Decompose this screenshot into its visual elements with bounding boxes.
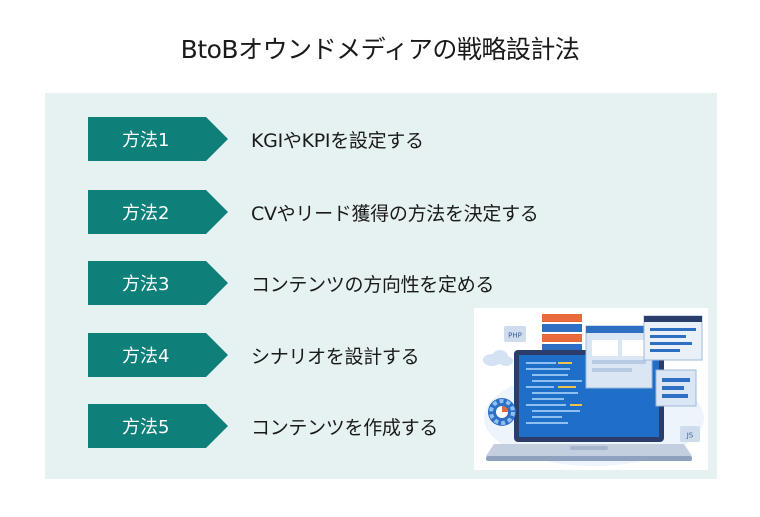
method-badge-2: 方法2 bbox=[88, 190, 228, 234]
method-row-3: 方法3 コンテンツの方向性を定める bbox=[88, 261, 708, 305]
method-row-2: 方法2 CVやリード獲得の方法を決定する bbox=[88, 190, 708, 234]
method-row-4: 方法4 シナリオを設計する bbox=[88, 333, 708, 377]
gear-icon bbox=[488, 398, 516, 426]
method-label-2: CVやリード獲得の方法を決定する bbox=[251, 202, 539, 225]
code-window-icon bbox=[585, 315, 703, 407]
php-tag: PHP bbox=[508, 332, 522, 340]
laptop-illustration: PHP bbox=[474, 308, 708, 470]
method-badge-5: 方法5 bbox=[88, 404, 228, 448]
page-title: BtoBオウンドメディアの戦略設計法 bbox=[180, 35, 580, 64]
method-label-3: コンテンツの方向性を定める bbox=[251, 273, 495, 296]
method-badge-4: 方法4 bbox=[88, 333, 228, 377]
method-label-1: KGIやKPIを設定する bbox=[251, 129, 424, 152]
method-row-5: 方法5 コンテンツを作成する bbox=[88, 404, 708, 448]
method-label-5: コンテンツを作成する bbox=[251, 416, 439, 439]
cloud-icon bbox=[483, 350, 513, 366]
laptop-icon: PHP bbox=[474, 308, 708, 470]
method-badge-1: 方法1 bbox=[88, 117, 228, 161]
method-label-4: シナリオを設計する bbox=[251, 345, 420, 368]
method-row-1: 方法1 KGIやKPIを設定する bbox=[88, 117, 708, 161]
method-badge-3: 方法3 bbox=[88, 261, 228, 305]
js-tag: JS bbox=[686, 432, 694, 440]
